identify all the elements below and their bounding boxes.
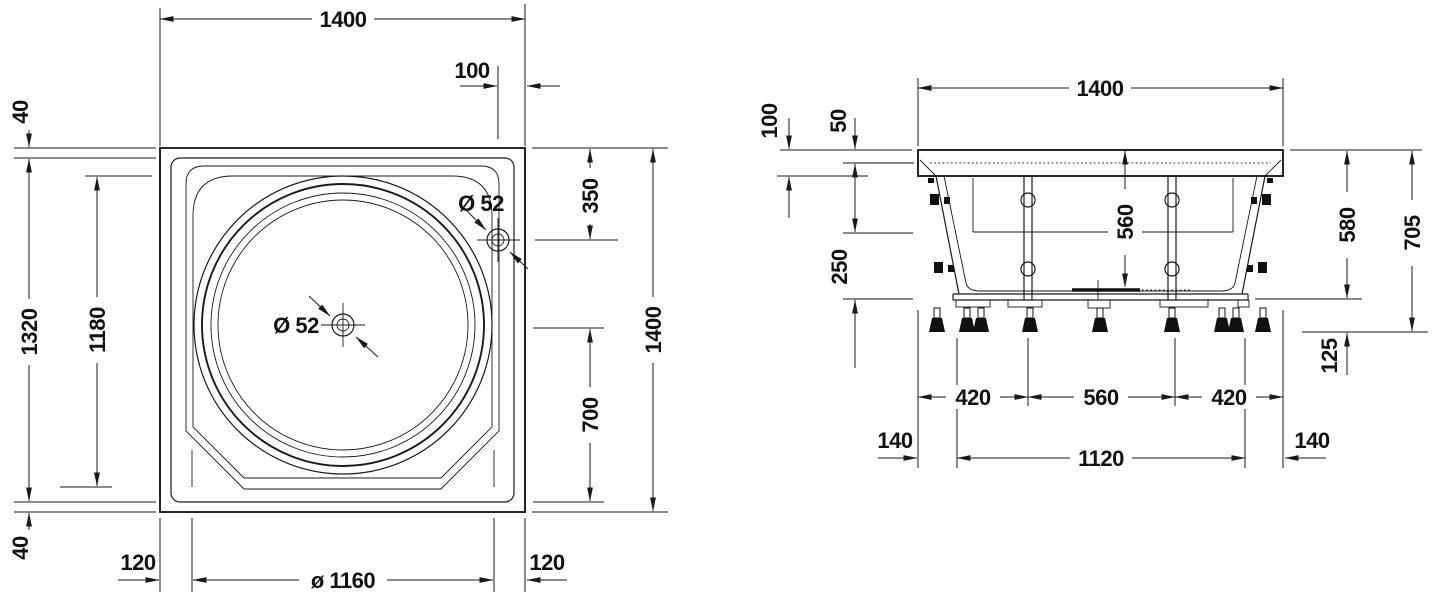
dim-plan-width-top: 1400 <box>159 4 526 146</box>
dim-body-height: 580 <box>1335 207 1360 242</box>
svg-text:40: 40 <box>8 536 33 560</box>
plan-inner-rim <box>170 157 515 503</box>
elevation-waste-outlet <box>1087 299 1111 309</box>
center-drain-label: Ø 52 <box>273 313 319 338</box>
dim-plan-bottom-row: 120 ø 1160 120 <box>118 518 567 593</box>
elevation-tub-body <box>917 149 1284 333</box>
dim-plan-rim-top: 40 <box>8 100 156 159</box>
dim-plan-length-right: 1400 <box>532 148 668 513</box>
svg-text:100: 100 <box>454 58 489 83</box>
dim-margin-left: 120 <box>120 550 155 575</box>
plan-dimensions: 1400 100 40 1320 <box>8 4 668 593</box>
svg-text:700: 700 <box>578 397 603 432</box>
dim-total-height: 705 <box>1400 215 1425 250</box>
svg-text:1320: 1320 <box>17 308 42 355</box>
dim-span-left: 420 <box>955 385 990 410</box>
svg-text:40: 40 <box>8 100 33 124</box>
dim-offset-left: 140 <box>877 428 912 453</box>
dim-elev-left-chain: 100 50 250 <box>757 103 914 368</box>
plan-basin-circle-1 <box>193 175 493 475</box>
dim-plan-drain-from-top: 350 <box>532 147 668 241</box>
plan-tray-outline-outer <box>185 165 500 490</box>
plan-basin-circle-4 <box>217 199 469 451</box>
dim-offset-right: 140 <box>1294 428 1329 453</box>
dim-elev-width-top: 1400 <box>917 76 1284 146</box>
dim-elev-right-chain: 580 125 705 <box>1255 149 1428 375</box>
dim-span-center: 560 <box>1083 385 1118 410</box>
dim-skirt-height: 100 <box>757 103 782 138</box>
svg-text:1400: 1400 <box>641 306 666 353</box>
elevation-dimensions: 1400 100 50 250 56 <box>757 76 1428 471</box>
plan-tray-outline-inner <box>192 175 493 479</box>
dim-feet-height: 125 <box>1317 338 1342 373</box>
dim-elev-inner-depth: 560 <box>1113 150 1138 288</box>
plan-center-drain: Ø 52 <box>273 295 379 358</box>
plan-basin-circle-3 <box>210 192 476 458</box>
plan-corner-drain: Ø 52 <box>458 191 529 270</box>
svg-text:350: 350 <box>578 178 603 213</box>
elevation-wall-brackets <box>928 178 1273 273</box>
dim-margin-right: 120 <box>529 550 564 575</box>
plan-view: Ø 52 Ø 52 1400 1 <box>8 4 668 593</box>
plan-basin-circle-2 <box>201 183 485 467</box>
elevation-rim <box>917 149 1284 177</box>
plan-tub-body <box>159 147 526 513</box>
dim-elev-bottom-chains: 420 560 420 140 1120 140 <box>877 310 1330 471</box>
svg-text:1180: 1180 <box>85 307 110 353</box>
corner-drain-label: Ø 52 <box>458 191 504 216</box>
dim-base-zone: 250 <box>827 249 852 284</box>
plan-outer-square <box>159 147 526 513</box>
dim-plan-rim-bottom: 40 <box>8 501 156 560</box>
dim-plan-inner-length: 1320 <box>17 158 42 502</box>
dim-basin-diameter: ø 1160 <box>311 568 376 593</box>
dim-plan-drain-from-bottom: 700 <box>533 327 604 503</box>
dim-plan-tray-length: 1180 <box>60 175 152 488</box>
svg-text:560: 560 <box>1113 204 1138 239</box>
dim-plan-drain-offset: 100 <box>454 58 560 139</box>
elevation-support-post-right <box>1164 176 1180 300</box>
elevation-feet <box>928 307 1272 333</box>
svg-text:1400: 1400 <box>1077 76 1124 101</box>
dim-rim-height: 50 <box>826 109 851 133</box>
dim-feet-span: 1120 <box>1078 446 1124 471</box>
elevation-view: 1400 100 50 250 56 <box>757 76 1428 471</box>
elevation-support-post-left <box>1020 176 1036 300</box>
svg-text:1400: 1400 <box>320 7 367 32</box>
dim-span-right: 420 <box>1211 385 1246 410</box>
